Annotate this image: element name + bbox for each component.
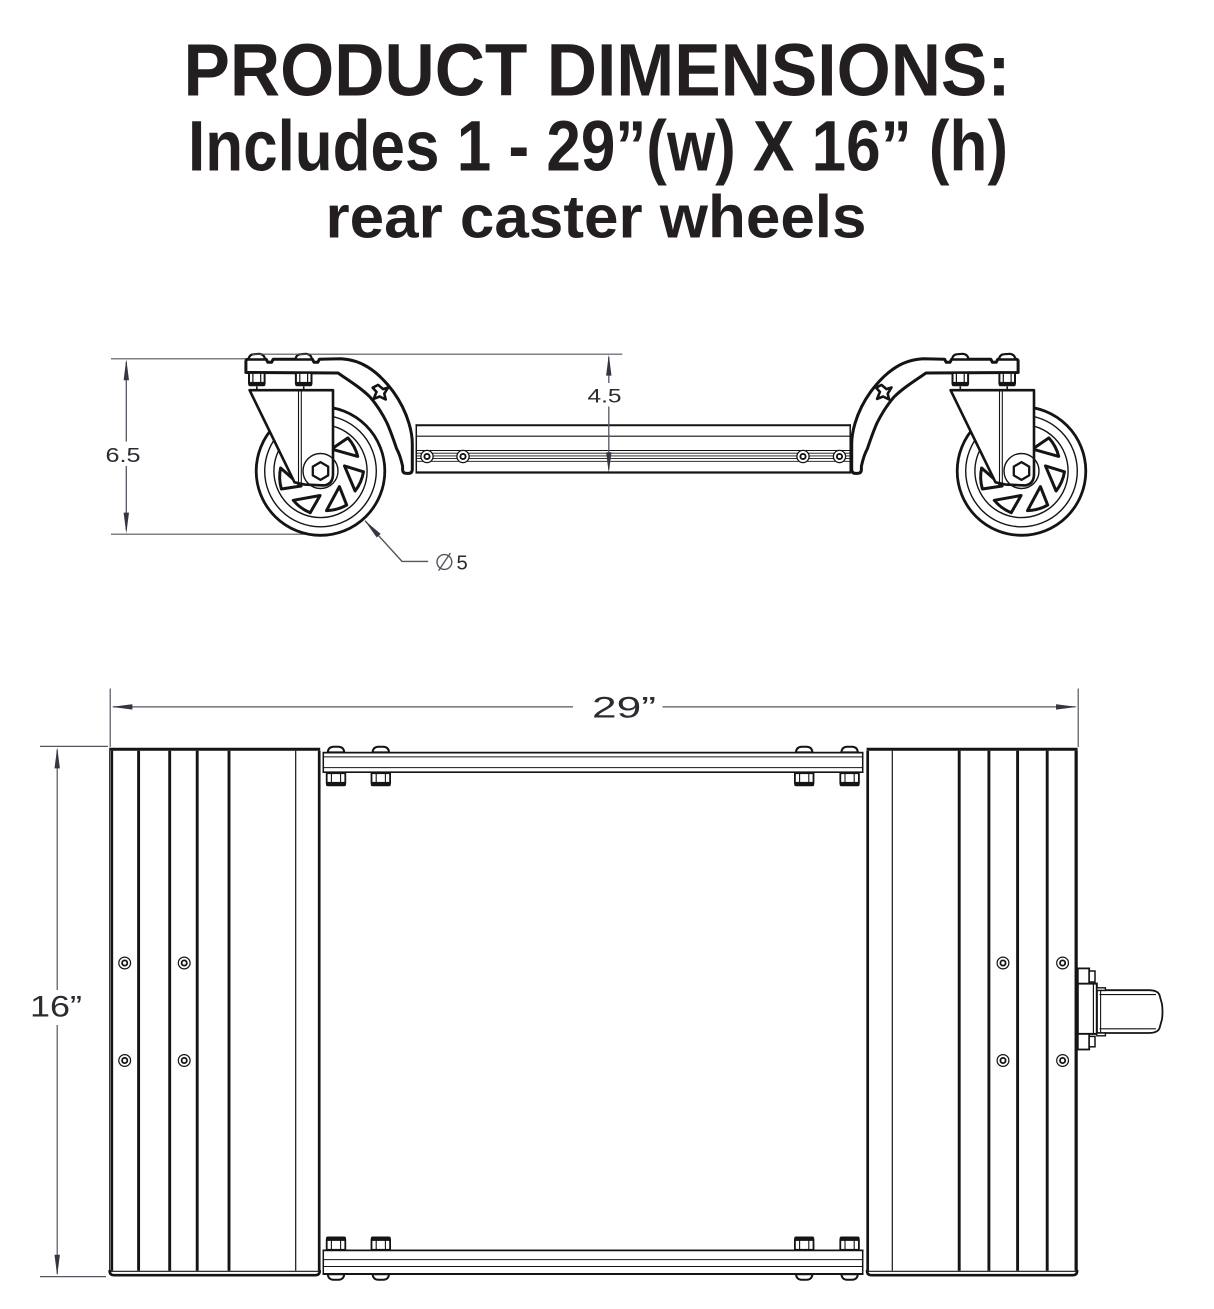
svg-text:PRODUCT DIMENSIONS:: PRODUCT DIMENSIONS: [184, 29, 1011, 112]
svg-text:16”: 16” [30, 991, 82, 1024]
svg-text:5: 5 [457, 552, 468, 574]
svg-text:Includes 1 - 29”(w) X 16” (h): Includes 1 - 29”(w) X 16” (h) [188, 108, 1008, 187]
svg-text:6.5: 6.5 [106, 445, 141, 467]
svg-text:4.5: 4.5 [588, 386, 622, 408]
svg-text:rear caster wheels: rear caster wheels [326, 184, 867, 251]
svg-text:29”: 29” [592, 692, 656, 725]
